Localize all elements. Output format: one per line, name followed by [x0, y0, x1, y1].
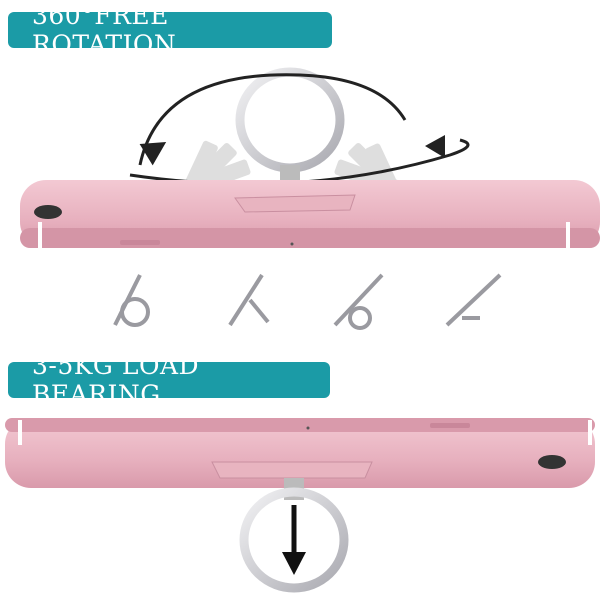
- ring-bottom: [239, 478, 349, 593]
- load-arrow-icon: [282, 505, 306, 575]
- phone-top: [20, 180, 600, 248]
- arrowhead-right-icon: [425, 135, 445, 158]
- load-bearing-banner: 3-5KG LOAD BEARING: [8, 351, 330, 409]
- arrowhead-left-icon: [139, 142, 167, 166]
- ring-top: [235, 67, 345, 190]
- phone-bottom: [5, 418, 595, 488]
- rotation-banner: 360°FREE ROTATION: [8, 1, 332, 59]
- rotation-arrow-left-icon: [138, 73, 407, 166]
- stand-angles: [113, 273, 502, 330]
